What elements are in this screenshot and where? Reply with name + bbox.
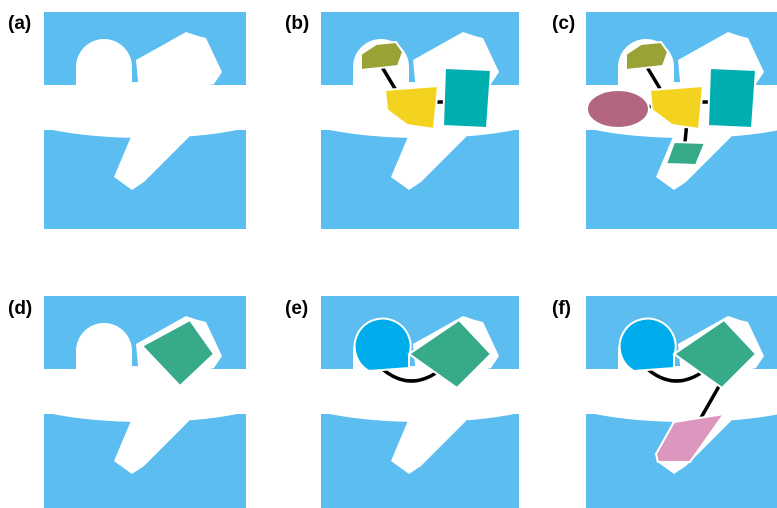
panel-a bbox=[13, 12, 277, 229]
panel-e-cyan-region bbox=[355, 319, 411, 371]
panel-c-teal-region bbox=[708, 68, 756, 128]
panel-f bbox=[555, 296, 777, 508]
panel-e bbox=[290, 296, 554, 508]
panel-b bbox=[290, 12, 554, 229]
panel-c-mauve-region bbox=[587, 90, 649, 128]
panel-f-cyan-region bbox=[620, 319, 676, 371]
panel-c bbox=[555, 12, 777, 229]
panel-d bbox=[13, 296, 277, 508]
panel-b-teal-region bbox=[443, 68, 491, 128]
